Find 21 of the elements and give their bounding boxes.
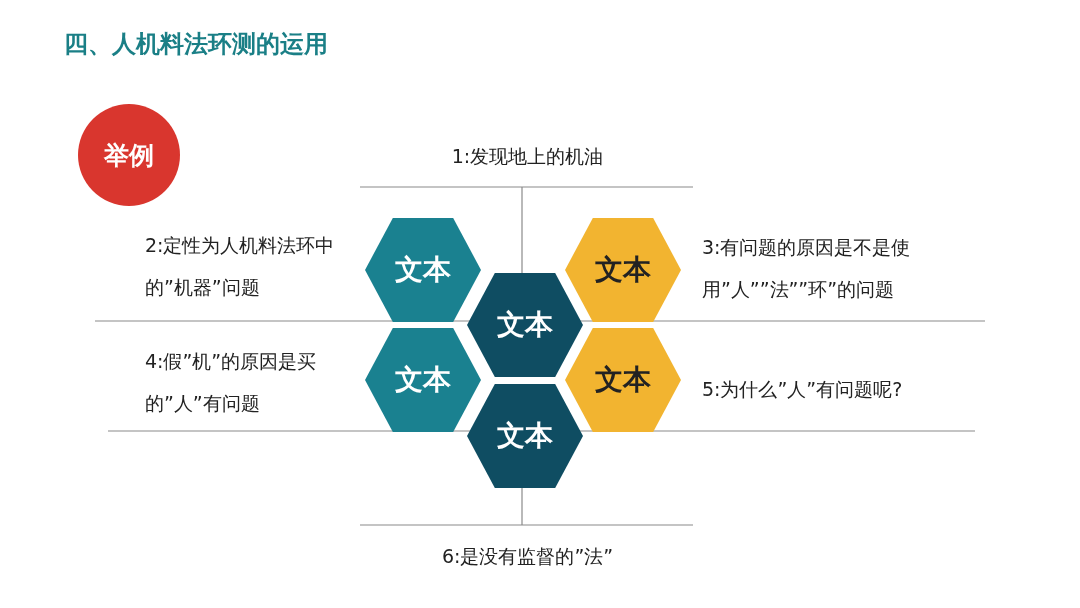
hexagon-shape bbox=[467, 273, 583, 377]
node-label: 文本 bbox=[595, 362, 651, 398]
note-text: 3:有问题的原因是不是使用”人””法””环”的问题 bbox=[702, 235, 912, 302]
note-text: 1:发现地上的机油 bbox=[450, 144, 605, 169]
hexagon-shape bbox=[365, 328, 481, 432]
hexagon-shape bbox=[365, 218, 481, 322]
node-label: 文本 bbox=[395, 362, 451, 398]
circle-badge bbox=[78, 104, 180, 206]
hexagon-shape bbox=[565, 328, 681, 432]
title: 四、人机料法环测的运用 bbox=[64, 29, 328, 60]
hexagon-shape bbox=[565, 218, 681, 322]
node-label: 文本 bbox=[395, 252, 451, 288]
hexagon-shape bbox=[467, 384, 583, 488]
note-text: 6:是没有监督的”法” bbox=[440, 544, 615, 569]
note-text: 5:为什么”人”有问题呢? bbox=[702, 377, 904, 402]
note-text: 4:假”机”的原因是买的”人”有问题 bbox=[145, 349, 318, 416]
note-text: 2:定性为人机料法环中的”机器”问题 bbox=[145, 233, 335, 300]
node-label: 文本 bbox=[595, 252, 651, 288]
node-label: 文本 bbox=[497, 418, 553, 454]
node-label: 文本 bbox=[497, 307, 553, 343]
node-label: 举例 bbox=[104, 139, 154, 172]
